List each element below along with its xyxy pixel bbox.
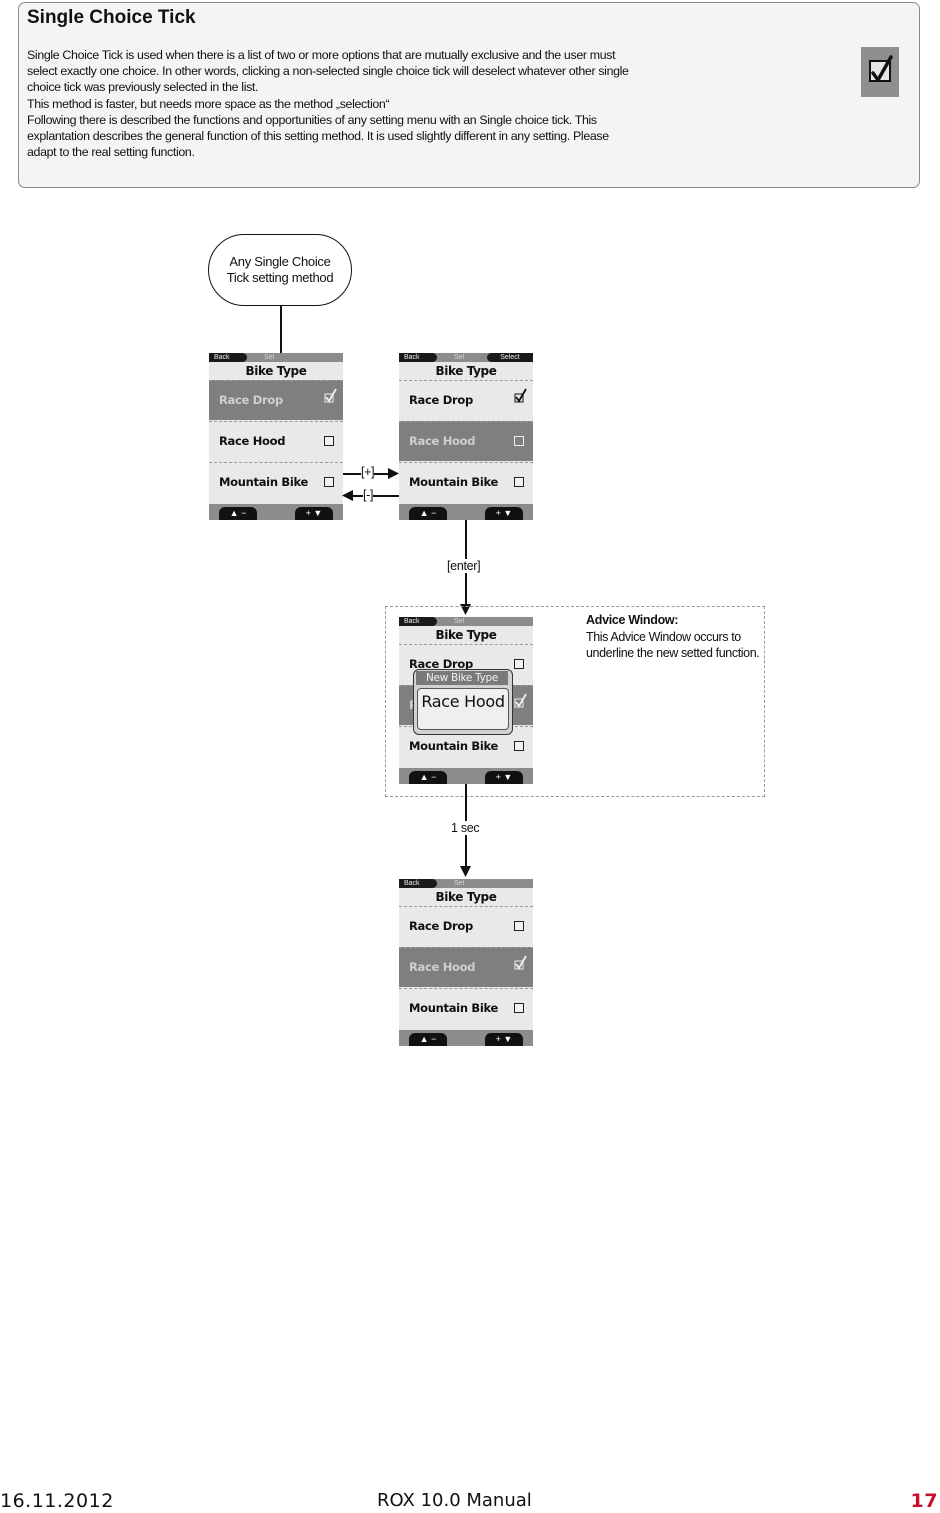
description-line: This method is faster, but needs more sp… [27,96,390,111]
screen-top-bar [399,879,533,888]
list-item-label: Race Drop [409,657,473,671]
screen-title: Bike Type [435,628,497,642]
up-button: ▲ − [409,507,447,520]
list-item: Mountain Bike [209,462,343,502]
info-box: Single Choice Tick Single Choice Tick is… [18,2,920,188]
set-softkey: Set [454,618,465,625]
list-item: Race Hood [399,947,533,987]
arrow-right-icon [388,468,399,479]
checkbox-empty-icon [514,477,524,487]
set-softkey: Set [454,354,465,361]
list-item-label: Race Drop [409,393,473,407]
list-item: Race Hood [399,421,533,461]
description-line: adapt to the real setting function. [27,145,195,160]
start-node-line2: Tick setting method [226,270,334,285]
screen-top-bar [399,617,533,626]
section-title: Single Choice Tick [27,7,196,28]
list-item: Mountain Bike [399,462,533,502]
list-item: Race Hood [209,421,343,461]
checkbox-empty-icon [324,477,334,487]
popup-title: New Bike Type [416,671,508,685]
enter-label: [enter] [445,559,483,573]
checkbox-empty-icon [324,436,334,446]
up-button: ▲ − [409,771,447,784]
arrow-left-icon [342,490,353,501]
delay-label: 1 sec [449,821,482,835]
description-line: Single Choice Tick is used when there is… [27,48,616,62]
list-item-label: Race Hood [409,960,476,974]
select-softkey: Select [487,353,533,362]
screen-top-bar [209,353,343,362]
back-softkey: Back [399,617,437,626]
checkbox-empty-icon [514,436,524,446]
screen-title: Bike Type [435,364,497,378]
plus-label: [+] [361,465,375,479]
list-item: Race Drop [399,644,533,684]
description-line: select exactly one choice. In other word… [27,64,629,79]
description-line: Following there is described the functio… [27,112,597,127]
footer-manual-title: ROX 10.0 Manual [377,1490,532,1511]
down-button: + ▼ [295,507,333,520]
up-button: ▲ − [409,1033,447,1046]
checkbox-empty-icon [514,1003,524,1013]
list-item-label: Race Drop [409,919,473,933]
checkbox-checked-icon [513,955,529,976]
start-node-line1: Any Single Choice [229,254,331,269]
list-item-label: Mountain Bike [409,1001,499,1015]
list-item-label: Mountain Bike [219,475,309,489]
checkbox-empty-icon [514,741,524,751]
list-item-label: Mountain Bike [409,475,499,489]
minus-label: [-] [363,488,374,502]
advice-text: This Advice Window occurs to underline t… [586,630,760,660]
start-node: Any Single Choice Tick setting method [208,234,352,306]
set-softkey: Set [454,880,465,887]
checkbox-checked-icon [861,47,899,97]
description-line: explantation describes the general funct… [27,129,609,144]
description-line: choice tick was previously selected in t… [27,80,259,95]
back-softkey: Back [399,353,437,362]
set-softkey: Set [264,354,275,361]
list-item: Race Drop [399,906,533,946]
advice-title: Advice Window: [586,613,679,627]
footer-page-number: 17 [910,1490,938,1512]
list-item: Race Drop [209,380,343,420]
screen-title: Bike Type [435,890,497,904]
checkbox-checked-icon [513,388,529,409]
list-item-label: Race Hood [219,434,286,448]
checkbox-checked-icon [513,693,529,714]
checkbox-checked-icon [323,388,339,409]
back-softkey: Back [399,879,437,888]
advice-window-region [385,606,765,797]
list-item: Race Drop [399,380,533,420]
list-item-label: Mountain Bike [409,739,499,753]
back-softkey: Back [209,353,247,362]
connector-line [280,306,282,353]
list-item: Mountain Bike [399,988,533,1028]
down-button: + ▼ [485,507,523,520]
section-description: Single Choice Tick is used when there is… [27,47,732,160]
arrow-down-icon [460,866,471,877]
minus-arrow-line [353,495,399,497]
list-item-label: Race Drop [219,393,283,407]
down-button: + ▼ [485,771,523,784]
checkbox-empty-icon [514,921,524,931]
popup-value: Race Hood [421,692,505,711]
screen-title: Bike Type [245,364,307,378]
up-button: ▲ − [219,507,257,520]
down-button: + ▼ [485,1033,523,1046]
checkbox-empty-icon [514,659,524,669]
screen-top-bar [399,353,533,362]
footer-date: 16.11.2012 [0,1490,114,1512]
list-item-label: Race Hood [409,434,476,448]
